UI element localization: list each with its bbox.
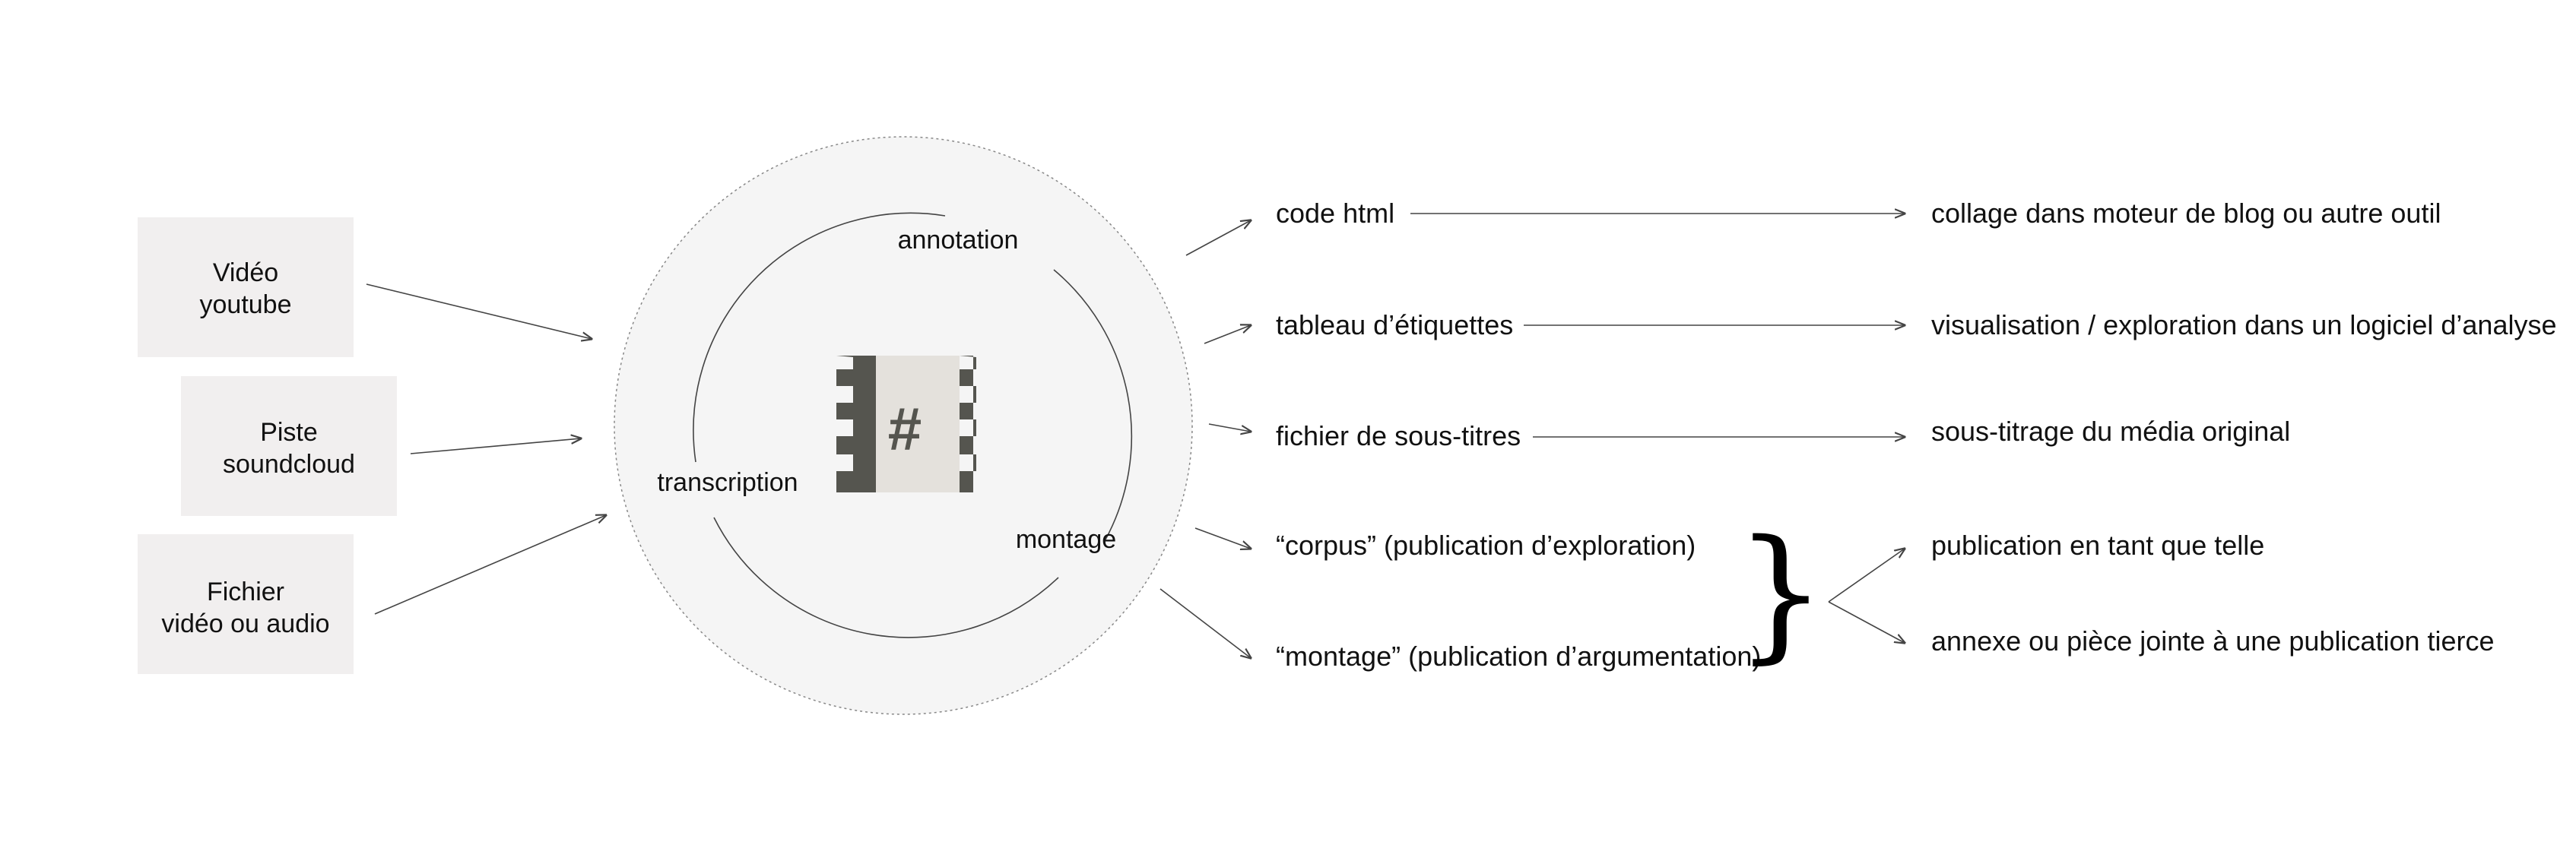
input-label-line2: soundcloud [223, 450, 355, 479]
logo-glyph: # [888, 395, 922, 463]
ring-label-montage: montage [1016, 525, 1116, 554]
input-label-line1: Vidéo [213, 258, 278, 287]
split-arrow [1828, 549, 1905, 603]
output-arrow [1204, 325, 1251, 344]
input-soundcloud-track: Piste soundcloud [181, 376, 397, 516]
output-arrow [1208, 423, 1251, 432]
output-label-html: code html [1276, 198, 1394, 229]
output-label-corpus: “corpus” (publication d’exploration) [1276, 530, 1696, 561]
brace-symbol: } [1735, 509, 1827, 677]
input-label-line1: Piste [260, 418, 318, 447]
input-arrow [410, 438, 581, 454]
ring-label-annotation: annotation [898, 226, 1019, 255]
input-label-line2: youtube [200, 290, 292, 319]
result-label-analysis: visualisation / exploration dans un logi… [1931, 309, 2557, 340]
hashtag-film-icon: # [836, 356, 976, 492]
cycle-arc [713, 517, 1059, 638]
input-label-line1: Fichier [207, 578, 284, 606]
result-label-subtitling: sous-titrage du média original [1931, 416, 2290, 447]
output-arrow [1160, 588, 1251, 658]
output-label-montage: “montage” (publication d’argumentation) [1276, 641, 1761, 672]
input-label-line2: vidéo ou audio [161, 609, 329, 638]
input-box [138, 217, 354, 357]
output-label-subtitles: fichier de sous-titres [1276, 420, 1521, 451]
cycle-arc [693, 212, 946, 463]
input-arrow [366, 283, 592, 339]
input-media-file: Fichier vidéo ou audio [138, 534, 354, 674]
input-arrow [374, 515, 606, 615]
cycle-arc [1053, 269, 1133, 540]
result-label-annex: annexe ou pièce jointe à une publication… [1931, 625, 2495, 657]
input-box [138, 534, 354, 674]
output-arrow [1194, 527, 1251, 549]
input-video-youtube: Vidéo youtube [138, 217, 354, 357]
output-arrow [1185, 220, 1251, 256]
split-arrow [1828, 601, 1905, 643]
output-label-tags-table: tableau d’étiquettes [1276, 309, 1513, 340]
ring-label-transcription: transcription [657, 468, 798, 497]
input-box [181, 376, 397, 516]
result-label-publication: publication en tant que telle [1931, 530, 2264, 561]
result-label-blog: collage dans moteur de blog ou autre out… [1931, 198, 2441, 229]
